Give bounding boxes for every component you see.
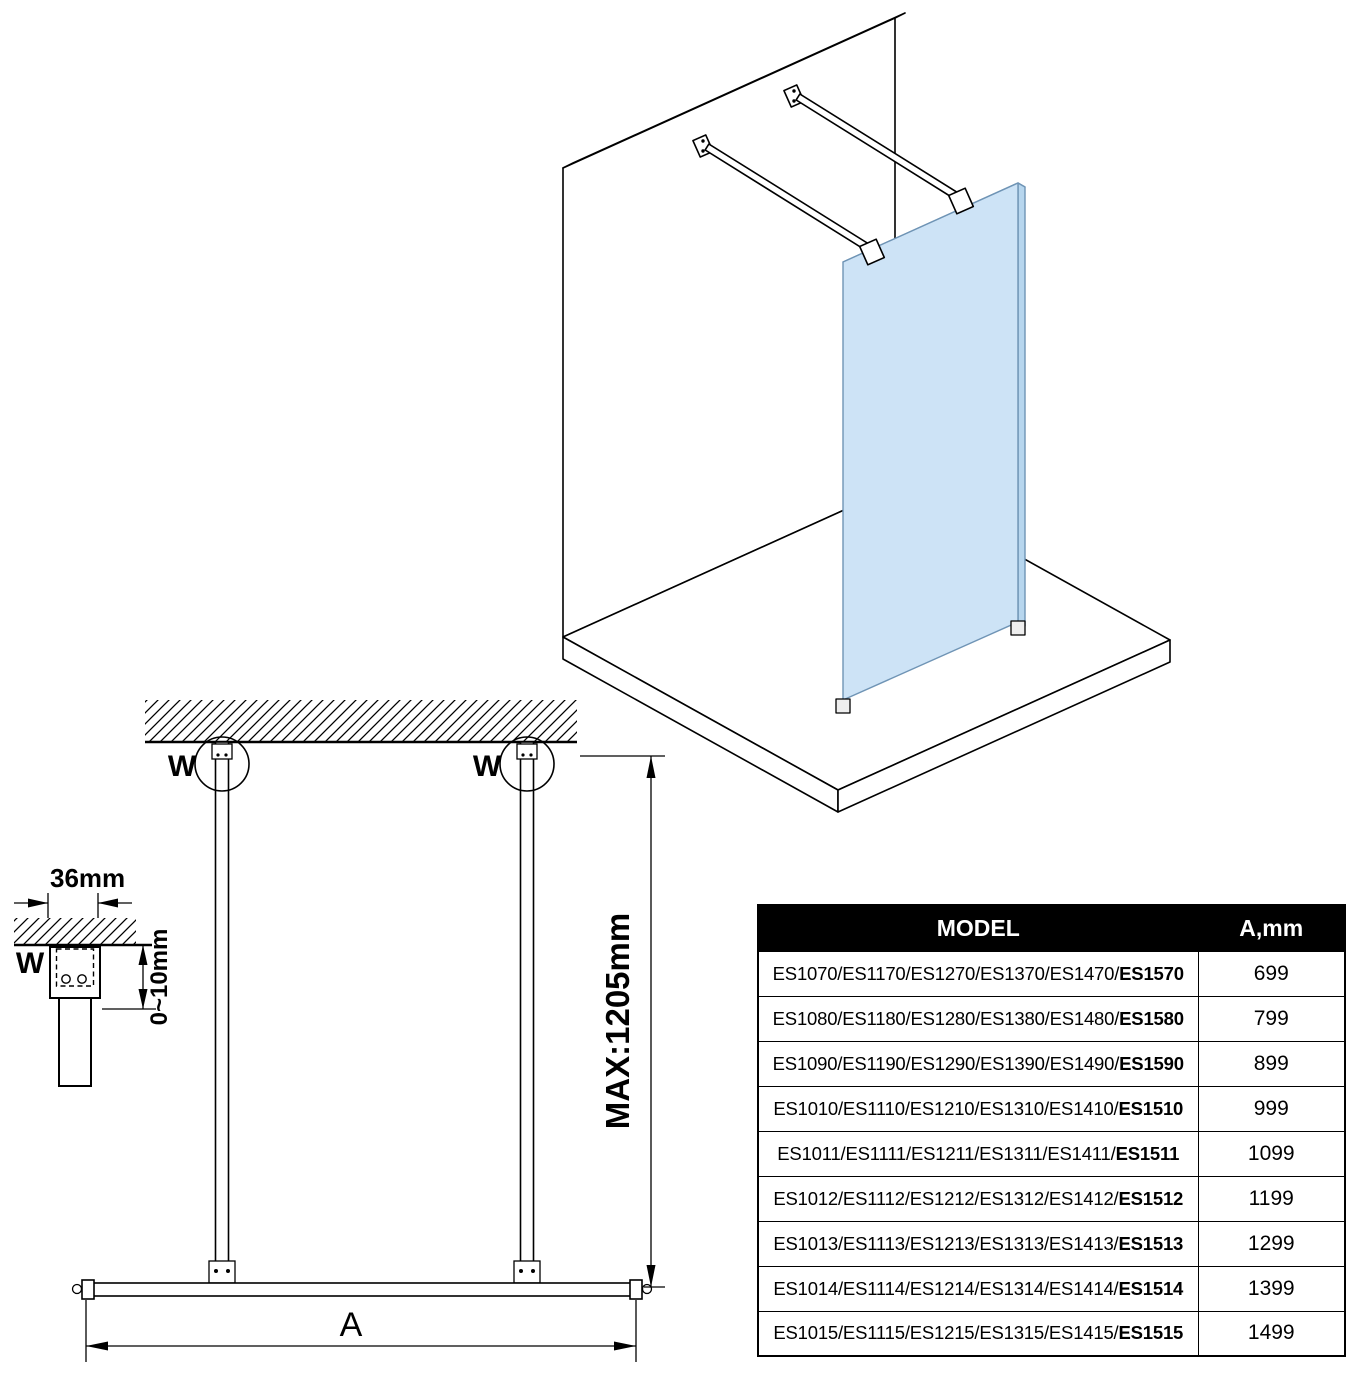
isometric-view — [562, 12, 1171, 813]
table-row: ES1012/ES1112/ES1212/ES1312/ES1412/ES151… — [757, 1175, 1346, 1222]
model-cell: ES1013/ES1113/ES1213/ES1313/ES1413/ES151… — [757, 1220, 1199, 1267]
right-pole-bottom-clamp — [513, 1260, 541, 1284]
front-view — [71, 700, 665, 1362]
model-column-header: MODEL — [757, 904, 1199, 952]
bottom-bar — [71, 1279, 653, 1300]
model-cell: ES1090/ES1190/ES1290/ES1390/ES1490/ES159… — [757, 1040, 1199, 1087]
model-cell: ES1080/ES1180/ES1280/ES1380/ES1480/ES158… — [757, 995, 1199, 1042]
arrow-down — [646, 1265, 656, 1287]
model-cell: ES1010/ES1110/ES1210/ES1310/ES1410/ES151… — [757, 1085, 1199, 1132]
a-mm-cell: 1199 — [1197, 1175, 1346, 1222]
model-cell: ES1015/ES1115/ES1215/ES1315/ES1415/ES151… — [757, 1310, 1199, 1357]
glass-panel — [842, 182, 1026, 701]
table-header-row: MODEL A,mm — [757, 904, 1346, 952]
wall — [562, 12, 906, 638]
table-row: ES1013/ES1113/ES1213/ES1313/ES1413/ES151… — [757, 1220, 1346, 1267]
support-bar-front — [692, 134, 886, 266]
model-size-table: MODEL A,mm ES1070/ES1170/ES1270/ES1370/E… — [757, 904, 1346, 1357]
a-mm-cell: 799 — [1197, 995, 1346, 1042]
model-cell: ES1012/ES1112/ES1212/ES1312/ES1412/ES151… — [757, 1175, 1199, 1222]
detail-view-w — [14, 893, 156, 1087]
glass-clamp — [858, 238, 886, 266]
arrow-down — [138, 989, 148, 1009]
model-cell: ES1011/ES1111/ES1211/ES1311/ES1411/ES151… — [757, 1130, 1199, 1177]
left-pole — [214, 741, 230, 1269]
w-label-right: W — [473, 750, 502, 783]
a-mm-cell: 999 — [1197, 1085, 1346, 1132]
table-row: ES1015/ES1115/ES1215/ES1315/ES1415/ES151… — [757, 1310, 1346, 1357]
arrow-up — [646, 756, 656, 778]
table-row: ES1070/ES1170/ES1270/ES1370/ES1470/ES157… — [757, 950, 1346, 997]
w-label-left: W — [168, 750, 197, 783]
right-pole-top-bracket — [516, 743, 538, 760]
detail-gap-label: 0~10mm — [146, 929, 173, 1026]
width-a-label: A — [340, 1306, 363, 1344]
dimension-max-height — [580, 755, 665, 1288]
glass-clamp — [947, 187, 975, 215]
left-pole-bottom-clamp — [208, 1260, 236, 1284]
arrow-right — [614, 1341, 636, 1351]
arrow-left — [86, 1341, 108, 1351]
pole-section — [58, 997, 92, 1087]
detail-w-label: W — [16, 947, 45, 980]
support-bar-rear — [783, 84, 975, 215]
model-cell: ES1070/ES1170/ES1270/ES1370/ES1470/ES157… — [757, 950, 1199, 997]
arrow-up — [138, 945, 148, 965]
max-height-label: MAX:1205mm — [599, 913, 636, 1129]
a-mm-column-header: A,mm — [1197, 904, 1346, 952]
dimension-width-a — [85, 1300, 637, 1362]
table-row: ES1014/ES1114/ES1214/ES1314/ES1414/ES151… — [757, 1265, 1346, 1312]
dimension-36mm — [14, 893, 132, 918]
detail-36mm-label: 36mm — [50, 863, 125, 893]
left-pole-top-bracket — [211, 743, 233, 760]
table-row: ES1090/ES1190/ES1290/ES1390/ES1490/ES159… — [757, 1040, 1346, 1087]
a-mm-cell: 1399 — [1197, 1265, 1346, 1312]
arrow-left — [98, 898, 118, 908]
a-mm-cell: 1099 — [1197, 1130, 1346, 1177]
dimension-0-10mm — [102, 945, 156, 1010]
arrow-right — [28, 898, 48, 908]
model-cell: ES1014/ES1114/ES1214/ES1314/ES1414/ES151… — [757, 1265, 1199, 1312]
table-row: ES1011/ES1111/ES1211/ES1311/ES1411/ES151… — [757, 1130, 1346, 1177]
detail-circle-left — [194, 736, 250, 792]
table-row: ES1010/ES1110/ES1210/ES1310/ES1410/ES151… — [757, 1085, 1346, 1132]
wall-bracket-detail — [49, 946, 101, 1087]
a-mm-cell: 699 — [1197, 950, 1346, 997]
right-pole — [519, 741, 535, 1269]
a-mm-cell: 1499 — [1197, 1310, 1346, 1357]
ceiling-section — [145, 700, 577, 744]
drawing-labels: W W MAX:1205mm A 36mm W 0~10mm — [16, 750, 636, 1344]
wall-section — [14, 918, 152, 947]
a-mm-cell: 899 — [1197, 1040, 1346, 1087]
glass-foot — [835, 620, 1026, 714]
table-row: ES1080/ES1180/ES1280/ES1380/ES1480/ES158… — [757, 995, 1346, 1042]
a-mm-cell: 1299 — [1197, 1220, 1346, 1267]
detail-circle-right — [499, 736, 555, 792]
